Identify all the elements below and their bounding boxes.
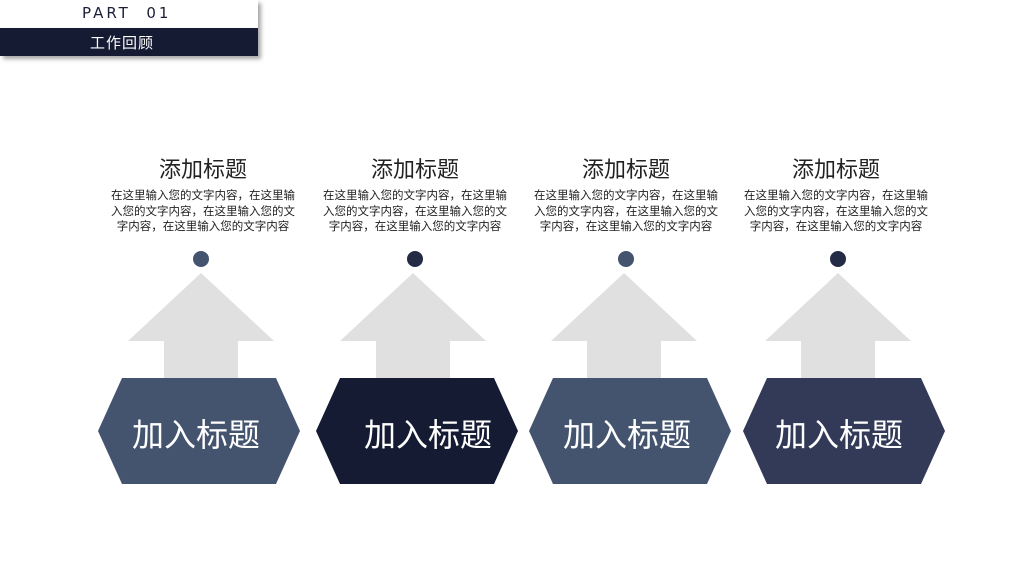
part-number-box: PART 01 [0,0,258,28]
hexagon-shape [743,378,945,484]
marker-dot [618,251,634,267]
arrow-up-icon [765,273,911,383]
marker-dot [193,251,209,267]
column-4: 添加标题 在这里输入您的文字内容，在这里输入您的文字内容，在这里输入您的文字内容… [731,0,945,576]
column-1: 添加标题 在这里输入您的文字内容，在这里输入您的文字内容，在这里输入您的文字内容… [98,0,308,576]
hexagon-shape [98,378,300,484]
hexagon-label: 加入标题 [132,416,261,454]
arrow-up-icon [128,273,274,383]
hexagon-label: 加入标题 [364,416,493,454]
column-description: 在这里输入您的文字内容，在这里输入您的文字内容，在这里输入您的文字内容，在这里输… [323,188,507,233]
section-title-bar: 工作回顾 [0,28,258,56]
column-title: 添加标题 [581,158,670,183]
hexagon-label: 加入标题 [775,416,904,454]
column-description: 在这里输入您的文字内容，在这里输入您的文字内容，在这里输入您的文字内容，在这里输… [534,188,718,233]
hexagon-shape [316,378,518,484]
hexagon-shape [529,378,731,484]
column-title: 添加标题 [791,158,880,183]
hexagon-label: 加入标题 [563,416,692,454]
column-title: 添加标题 [370,158,459,183]
column-3: 添加标题 在这里输入您的文字内容，在这里输入您的文字内容，在这里输入您的文字内容… [521,0,731,576]
marker-dot [830,251,846,267]
part-label: PART 01 [82,4,172,22]
column-description: 在这里输入您的文字内容，在这里输入您的文字内容，在这里输入您的文字内容，在这里输… [744,188,928,233]
arrow-up-icon [551,273,697,383]
column-description: 在这里输入您的文字内容，在这里输入您的文字内容，在这里输入您的文字内容，在这里输… [111,188,295,233]
section-title: 工作回顾 [90,34,155,52]
column-2: 添加标题 在这里输入您的文字内容，在这里输入您的文字内容，在这里输入您的文字内容… [310,0,520,576]
arrow-up-icon [340,273,486,383]
marker-dot [407,251,423,267]
column-title: 添加标题 [158,158,247,183]
